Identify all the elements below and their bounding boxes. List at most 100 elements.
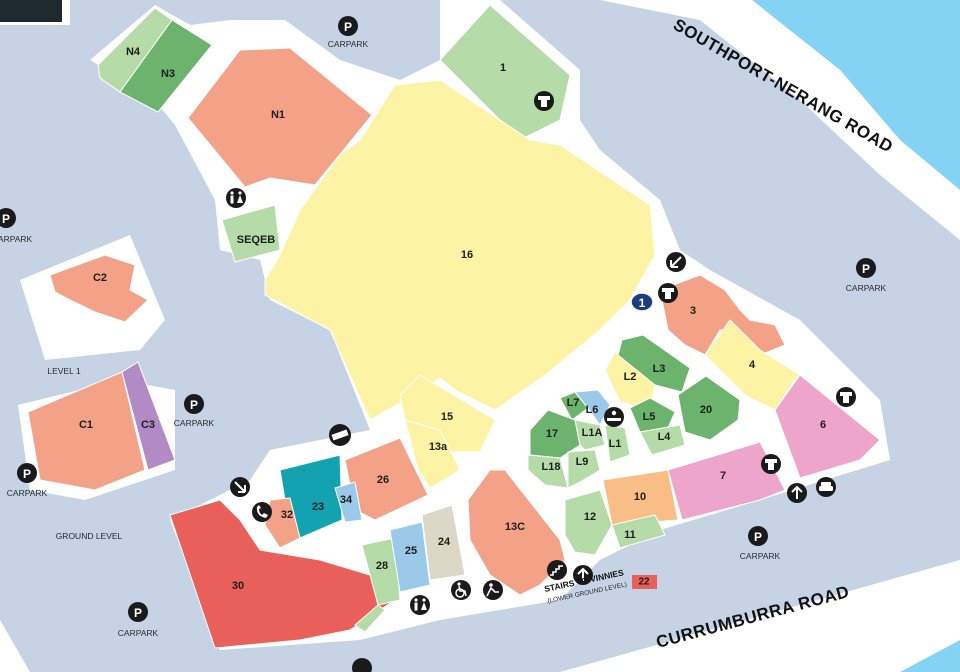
carpark-marker[interactable] [352,658,372,672]
lot-label-n1: N1 [271,109,285,121]
lot-13a[interactable] [404,419,461,489]
lot-label-22: 22 [638,577,650,588]
map-corner-tab [0,0,62,22]
lot-16[interactable] [264,79,656,421]
lot-c2[interactable] [49,254,149,323]
atm-icon[interactable] [534,91,554,111]
parents-room-icon[interactable] [483,580,503,600]
svg-text:1: 1 [639,296,646,310]
lot-label-12: 12 [584,511,596,523]
restroom-icon[interactable] [410,595,430,615]
taxi-icon[interactable] [816,477,836,497]
lot-22[interactable] [632,575,657,589]
carpark-marker[interactable]: P CARPARK [740,526,781,561]
carpark-marker[interactable]: P CARPARK [7,463,48,498]
lot-11[interactable] [611,514,666,549]
lot-l4[interactable] [639,424,686,456]
svg-text:P: P [190,398,198,412]
svg-text:CARPARK: CARPARK [118,628,159,638]
carpark-marker[interactable]: P CARPARK [118,602,159,638]
carpark-marker[interactable]: P CARPARK [0,208,33,244]
lot-label-c3: C3 [141,419,155,431]
lot-n3[interactable] [119,19,213,113]
atm-icon[interactable] [761,454,781,474]
svg-text:CARPARK: CARPARK [846,283,887,293]
lot-c1[interactable] [27,371,146,491]
lot-label-16: 16 [461,249,473,261]
lot-n1[interactable] [187,47,373,188]
lot-24[interactable] [421,504,466,581]
restroom-icon[interactable] [226,188,246,208]
lot-label-3: 3 [690,305,696,317]
entrance-arrow-icon[interactable] [573,565,593,585]
lot-l1a[interactable] [574,419,606,451]
lot-3[interactable] [659,274,786,356]
svg-text:P: P [344,20,352,34]
lot-10[interactable] [602,469,679,526]
lot-28b[interactable] [354,604,386,633]
lot-label-ll4: L4 [658,431,672,443]
lot-label-c1: C1 [79,419,93,431]
lot-4[interactable] [704,319,801,411]
lot-6[interactable] [774,374,881,479]
lot-label-n3: N3 [161,68,175,80]
lot-label-30: 30 [232,580,244,592]
carpark-marker[interactable]: P CARPARK [174,394,215,428]
lot-l5[interactable] [629,397,676,433]
lot-label-26: 26 [377,474,389,486]
wheelchair-icon[interactable] [451,580,471,600]
phone-icon[interactable] [252,502,272,522]
carpark-marker[interactable]: P CARPARK [846,258,887,293]
lot-20[interactable] [677,375,741,441]
svg-text:P: P [862,262,870,276]
entrance-arrow-icon[interactable] [230,477,250,497]
escalator-icon[interactable] [547,560,567,580]
lot-seqeb[interactable] [221,204,281,263]
entrance-arrow-icon[interactable] [666,252,686,272]
level-label-level-1: LEVEL 1 [47,366,81,376]
lot-label-32: 32 [281,509,293,521]
baby-change-icon[interactable] [604,407,624,427]
info-icon[interactable]: 1 [630,292,654,312]
currumburra-road-surface [560,560,960,672]
entrance-arrow-icon[interactable] [787,483,807,503]
lot-label-15: 15 [441,411,453,423]
lot-l9[interactable] [567,449,601,489]
atm-icon[interactable] [836,387,856,407]
lot-label-l2: L2 [624,371,637,383]
lot-label-l1a: L1A [582,427,603,439]
lot-18[interactable] [527,454,569,489]
lot-label-ll1: L1 [609,438,622,450]
lot-c3[interactable] [121,361,176,471]
atm-icon[interactable] [658,283,678,303]
lot-28[interactable] [361,537,401,606]
svg-text:CARPARK: CARPARK [7,488,48,498]
lot-label-4: 4 [749,359,756,371]
lot-l2[interactable] [604,351,656,411]
lot-label-seqeb: SEQEB [237,234,276,246]
lot-labels: N4 N3 N1 SEQEB 1 16 3 4 6 C2 C1 C3 L2 L3… [79,46,826,592]
svg-text:CARPARK: CARPARK [328,39,369,49]
lot-34[interactable] [334,481,363,523]
lot-7[interactable] [667,441,786,521]
svg-text:CARPARK: CARPARK [174,418,215,428]
lot-l1[interactable] [604,424,631,463]
svg-text:P: P [754,530,762,544]
svg-text:CARPARK: CARPARK [0,234,33,244]
southport-nerang-road-surface [600,0,960,240]
lot-label-l7: L7 [567,397,580,409]
lot-12[interactable] [564,489,613,556]
lot-label-ll3: L3 [653,363,666,375]
left-road-surface [0,250,30,672]
svg-text:P: P [23,467,31,481]
lot-label-1: 1 [500,62,506,74]
lot-label-34: 34 [340,494,353,506]
no-entry-icon[interactable] [329,424,351,446]
lot-label-10: 10 [634,491,646,503]
lot-25[interactable] [389,521,431,593]
carpark-marker[interactable]: P CARPARK [328,16,369,49]
water-area [752,0,960,190]
lot-label-17: 17 [546,428,558,440]
svg-text:P: P [134,606,142,620]
lot-label-7: 7 [720,470,726,482]
